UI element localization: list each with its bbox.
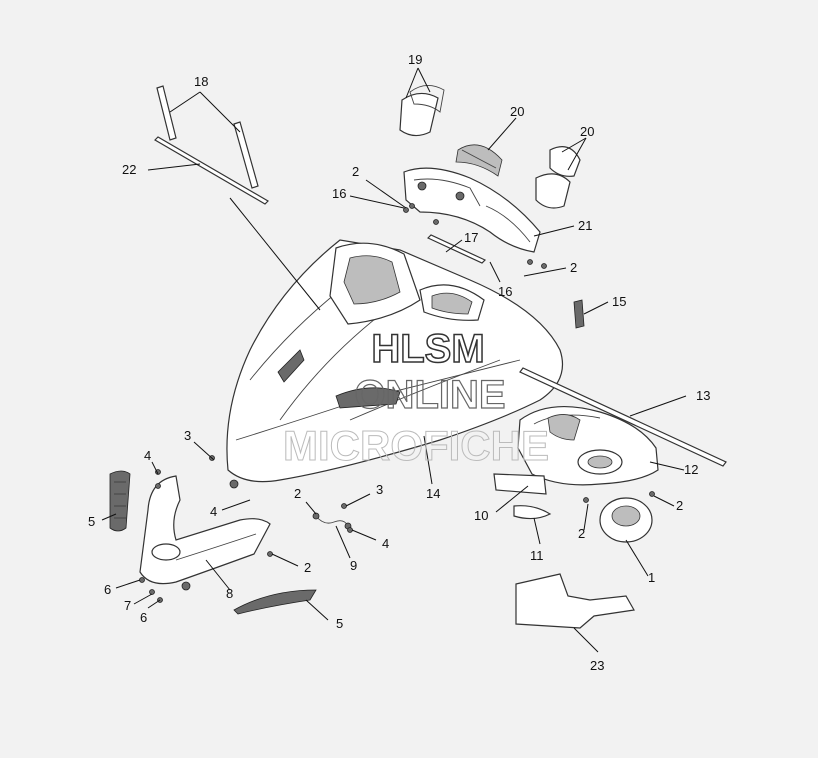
callout-20-right: 20: [580, 124, 594, 139]
part-20-mirror-left: [399, 85, 445, 137]
part-23-pad: [515, 573, 635, 629]
callout-19: 18: [194, 74, 208, 89]
part-21-gauge: [455, 144, 503, 177]
callout-4-left: 4: [144, 448, 151, 463]
leader-lines: [101, 67, 687, 653]
part-8-nose: [139, 475, 271, 591]
callout-labels: 18 22 19 20 20 2 16 17 21 2 16 15 13 12 …: [88, 52, 710, 673]
callout-2-top: 2: [352, 164, 359, 179]
callout-12: 12: [684, 462, 698, 477]
watermark: HLSM ONLINE MICROFICHE: [283, 326, 550, 469]
callout-9: 9: [350, 558, 357, 573]
callout-6-bottom: 6: [140, 610, 147, 625]
callout-4-middle: 4: [210, 504, 217, 519]
part-19-trim-strips: [156, 85, 259, 189]
callout-21: 20: [510, 104, 524, 119]
callout-4-right: 4: [382, 536, 389, 551]
callout-15: 15: [612, 294, 626, 309]
part-18-instrument-pod: [403, 167, 541, 253]
watermark-line-2: ONLINE: [354, 373, 505, 417]
part-12-airbox: [517, 405, 659, 486]
part-10-decal: [493, 473, 547, 495]
callout-3-left: 3: [184, 428, 191, 443]
callout-17: 17: [464, 230, 478, 245]
part-9-wiring: [312, 512, 352, 530]
callout-1: 1: [648, 570, 655, 585]
callout-2-center: 2: [578, 526, 585, 541]
callout-13: 13: [696, 388, 710, 403]
callout-10: 10: [474, 508, 488, 523]
watermark-line-1: HLSM: [371, 327, 484, 371]
callout-22: 22: [122, 162, 136, 177]
callout-20-left: 19: [408, 52, 422, 67]
part-13-rod: [519, 367, 727, 467]
part-22-rod: [154, 136, 269, 205]
part-11-decal: [513, 505, 552, 520]
callout-8: 8: [226, 586, 233, 601]
callout-11: 11: [530, 548, 544, 563]
callout-5-left: 5: [88, 514, 95, 529]
callout-7: 7: [124, 598, 131, 613]
callout-6-left: 6: [104, 582, 111, 597]
callout-2-lower-left: 2: [294, 486, 301, 501]
callout-23: 23: [590, 658, 604, 673]
part-5-grille-bottom: [233, 589, 317, 615]
watermark-line-3: MICROFICHE: [283, 422, 549, 469]
part-1-ring: [599, 497, 653, 543]
callout-2-right-top: 2: [570, 260, 577, 275]
callout-2-right: 2: [676, 498, 683, 513]
callout-2-bottom: 2: [304, 560, 311, 575]
part-15-latch: [573, 299, 585, 329]
callout-16-left: 16: [332, 186, 346, 201]
callout-14: 14: [426, 486, 440, 501]
callout-16-right: 16: [498, 284, 512, 299]
part-20-mirror-right: [535, 146, 581, 209]
part-5-grille-left: [109, 470, 131, 532]
callout-5-bottom: 5: [336, 616, 343, 631]
part-17-pin: [426, 234, 487, 264]
callout-3-right: 3: [376, 482, 383, 497]
callout-18: 21: [578, 218, 592, 233]
part-14-hood: [226, 239, 564, 489]
